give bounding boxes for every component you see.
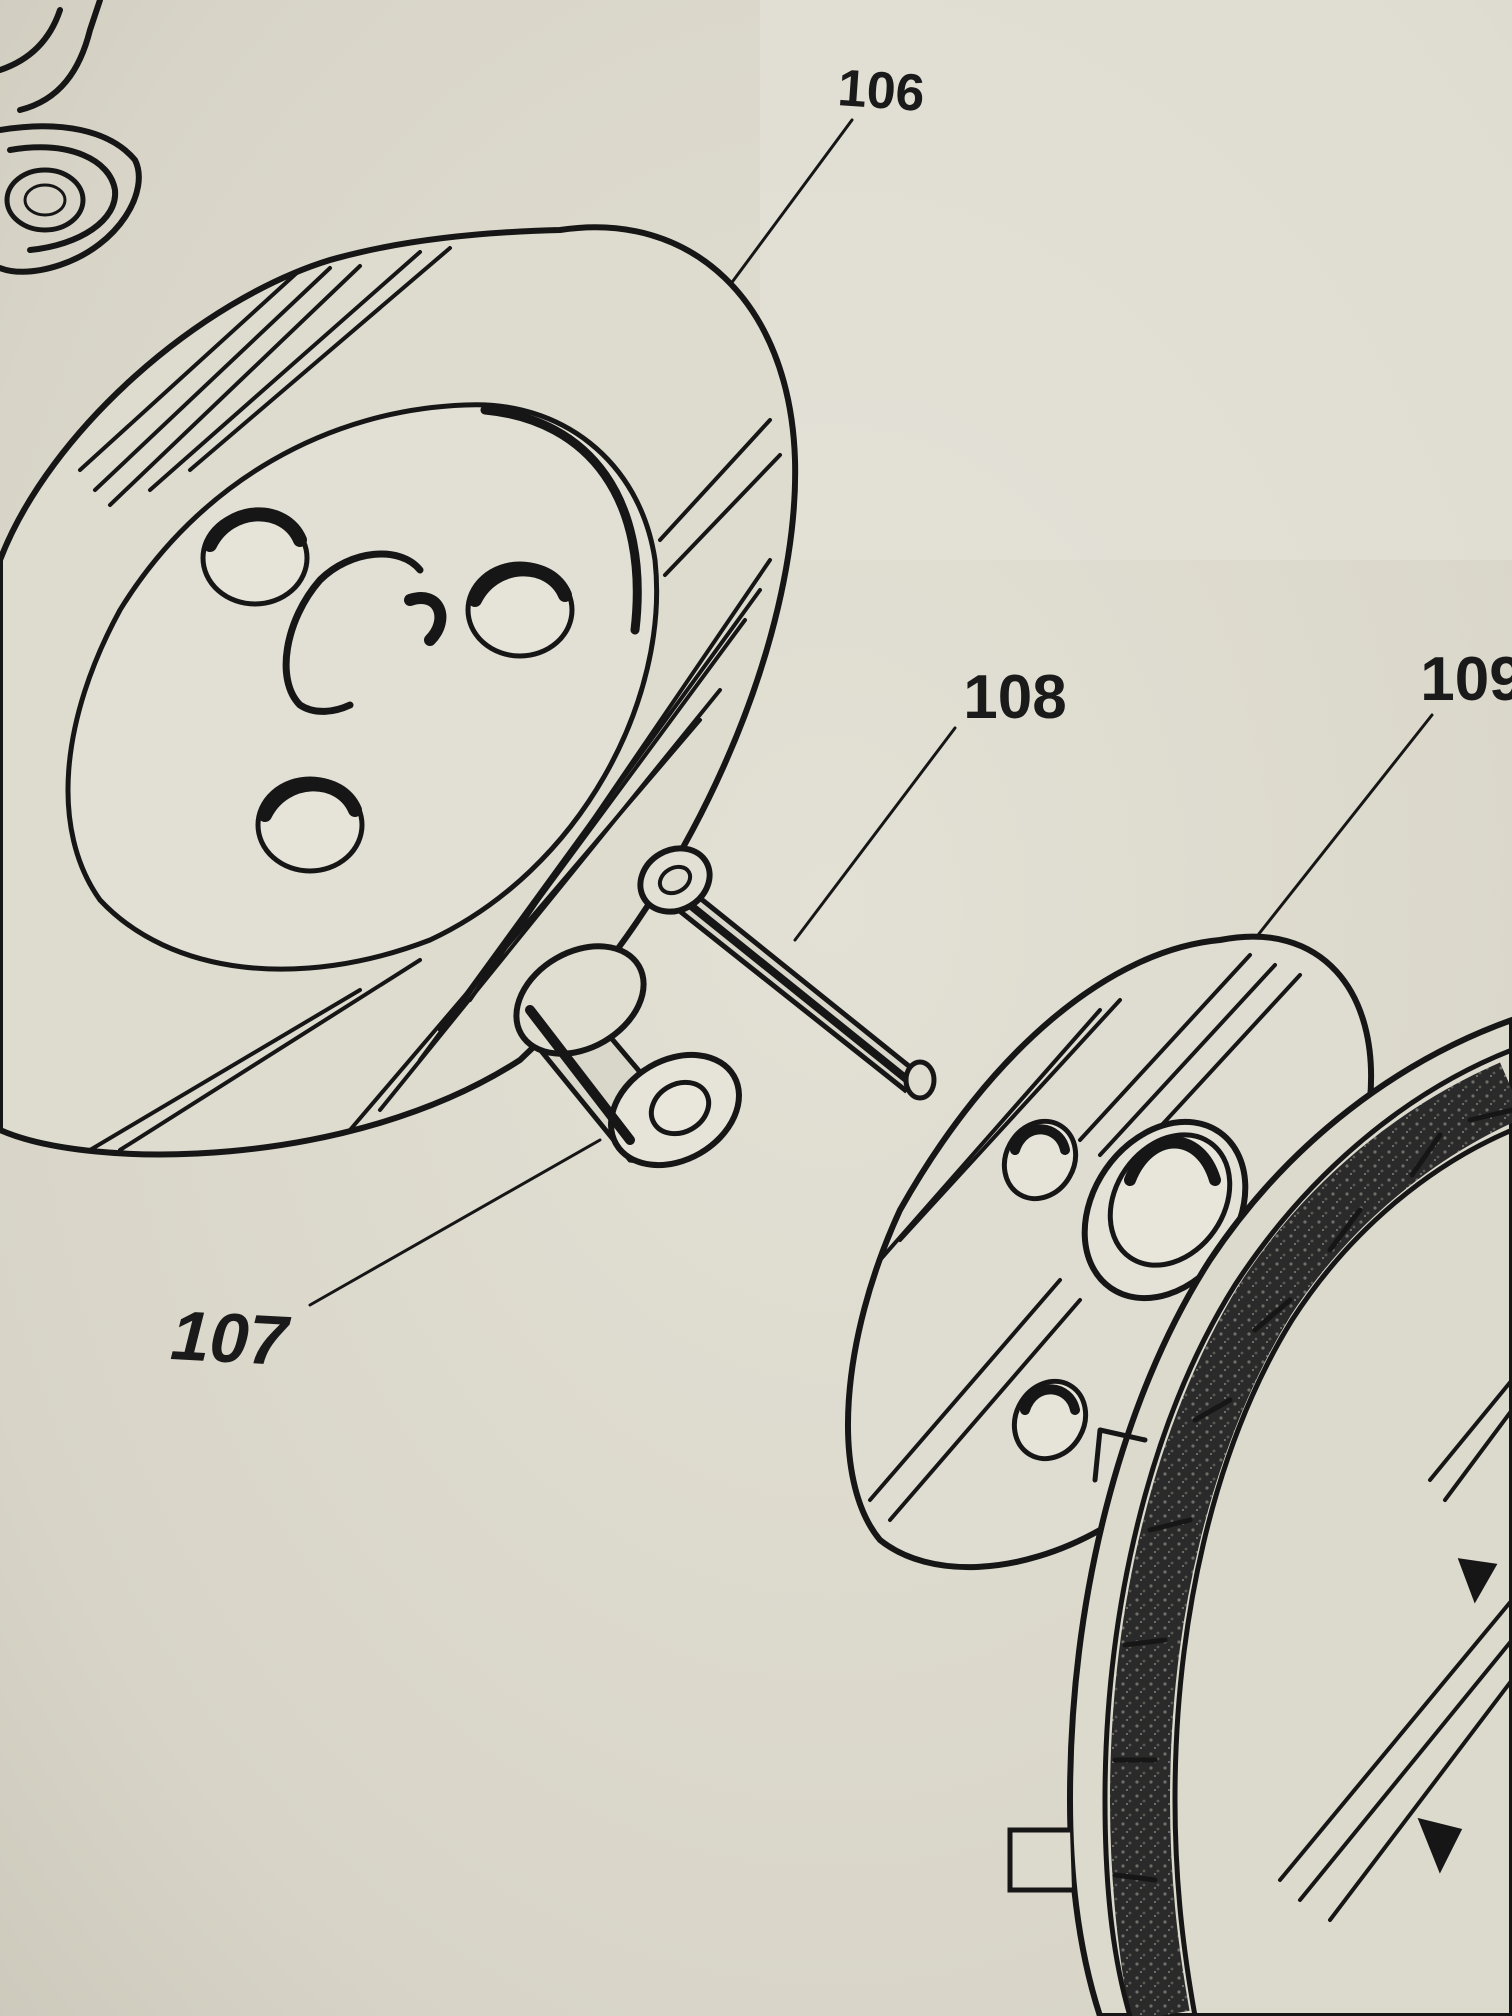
part-label-107: 107: [169, 1296, 293, 1380]
paper-shadow-band: [760, 0, 1512, 560]
plate-part-109: [845, 933, 1375, 1571]
clutch-disc-partial: [1007, 1016, 1512, 2016]
part-label-106: 106: [836, 59, 927, 123]
partial-bracket-part: [0, 0, 142, 275]
disc-part-106: [0, 224, 799, 1158]
leader-line-107: [308, 1138, 602, 1307]
pin-part-108: [637, 845, 937, 1101]
leader-line-106: [728, 118, 854, 287]
part-label-109: 109: [1420, 645, 1512, 714]
bushing-part-107: [513, 943, 742, 1169]
leader-line-108: [793, 726, 957, 942]
leader-line-109: [1256, 713, 1434, 937]
part-label-108: 108: [963, 663, 1066, 732]
leader-lines: [308, 118, 1434, 1307]
disc-106-holes: [200, 507, 575, 874]
